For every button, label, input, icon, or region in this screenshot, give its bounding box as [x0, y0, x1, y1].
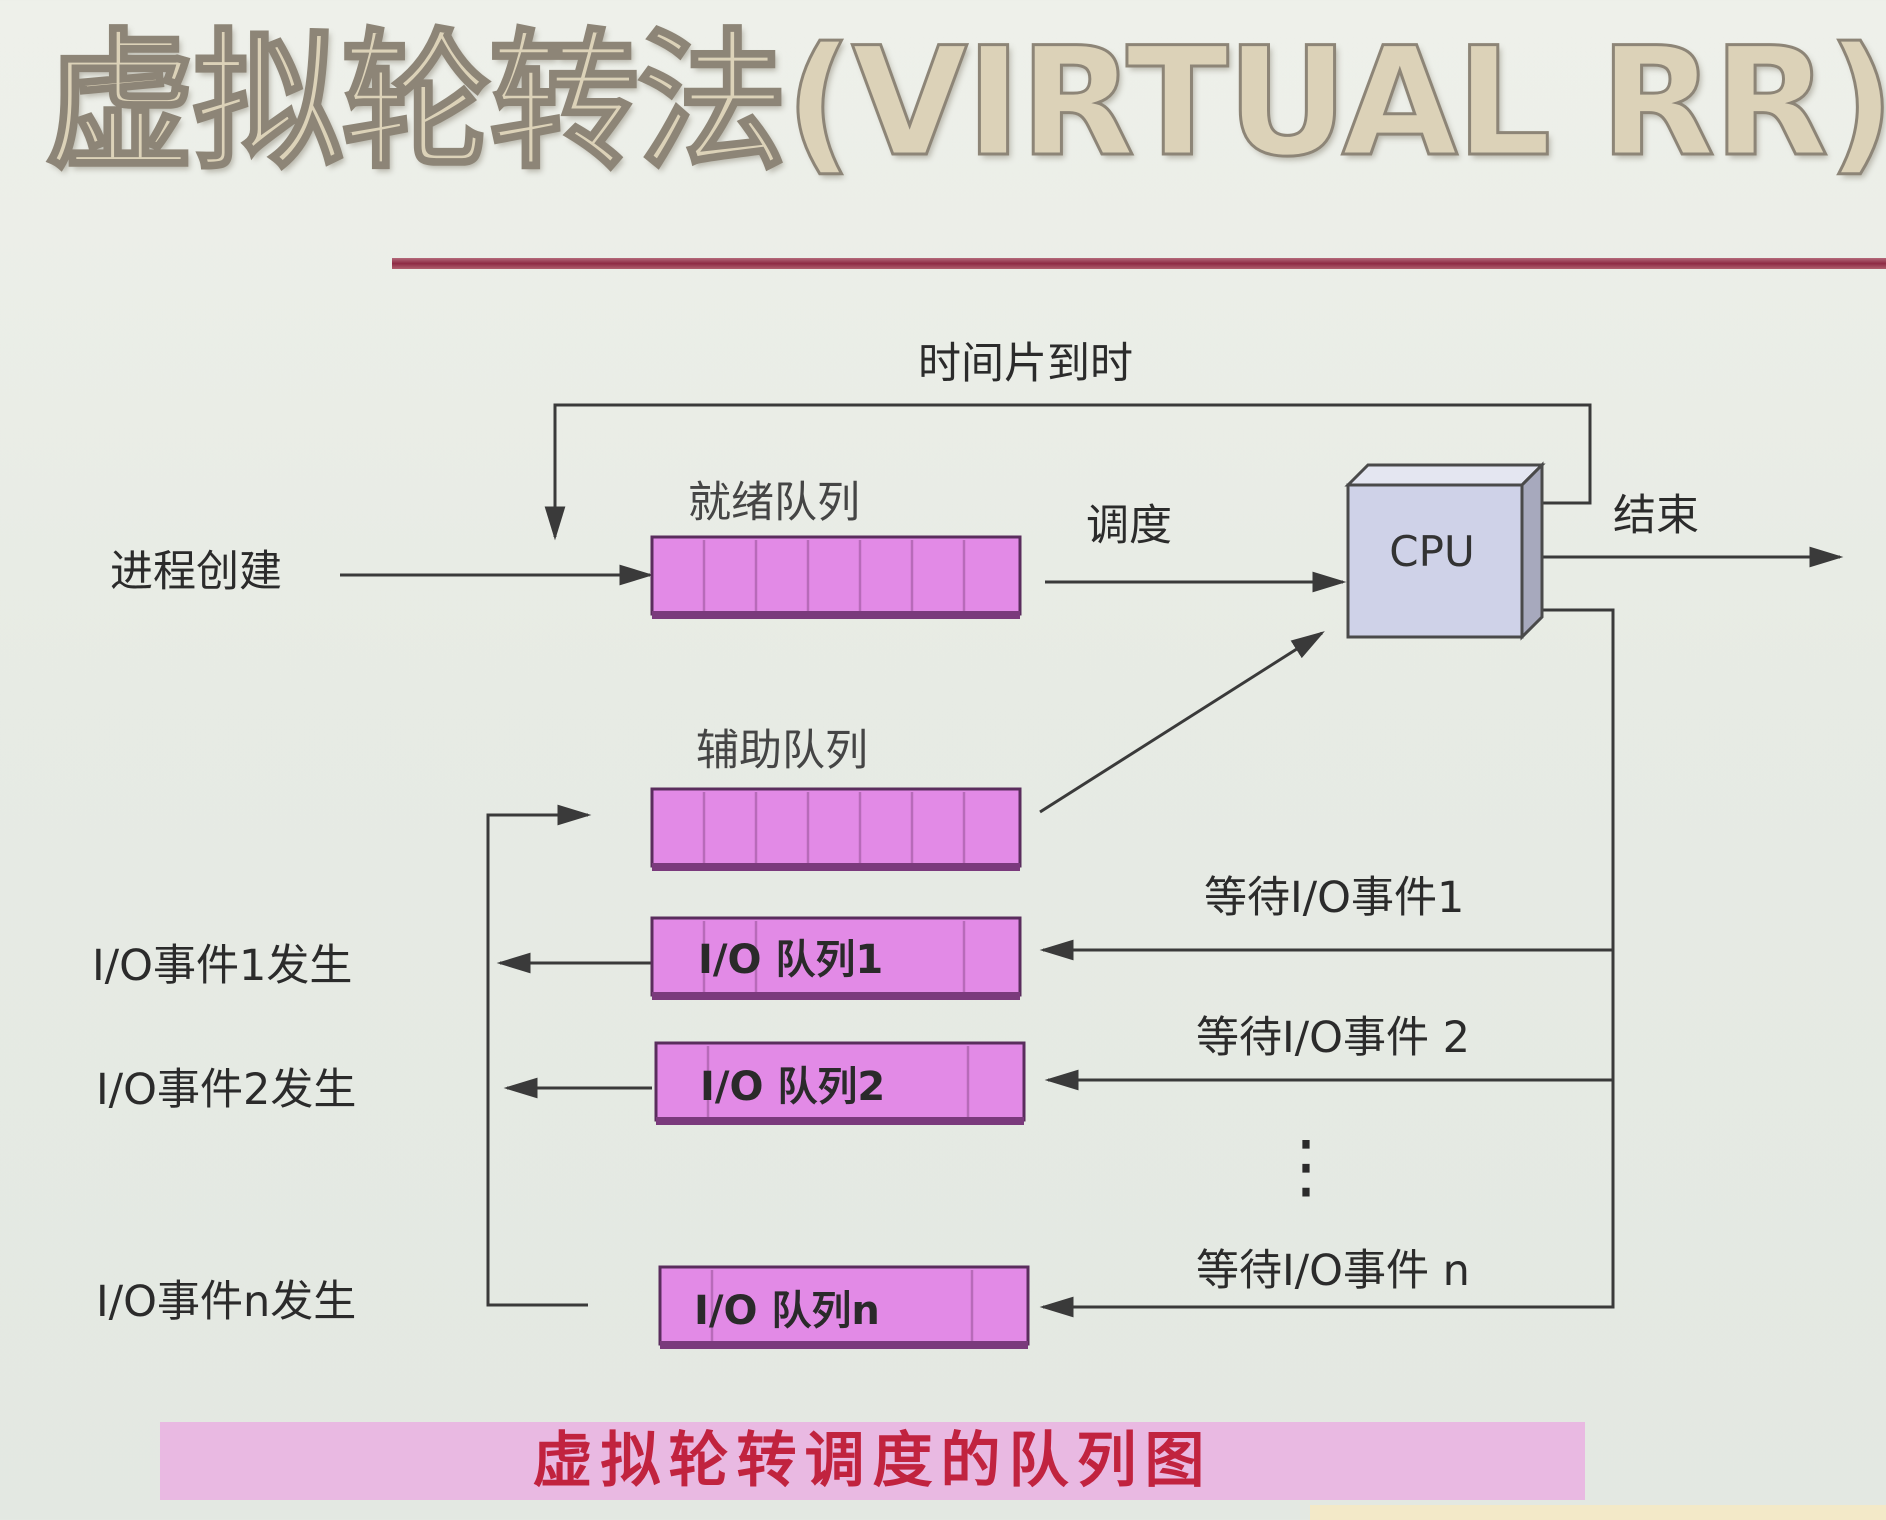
aux-queue-label: 辅助队列 [696, 726, 868, 776]
dispatch-label: 调度 [1086, 501, 1172, 551]
io-queue-2: I/O 队列2 [654, 1041, 1026, 1125]
io2-occur-label: I/O事件2发生 [96, 1065, 356, 1115]
slide-title: 虚拟轮转法(VIRTUAL RR) [43, 16, 1886, 190]
diagram-caption: 虚拟轮转调度的队列图 [532, 1426, 1213, 1496]
wait-ellipsis: ⋮ [1271, 1125, 1341, 1207]
wait-io2-label: 等待I/O事件 2 [1196, 1013, 1470, 1063]
ion-occur-label: I/O事件n发生 [96, 1277, 356, 1327]
caption-bar: 虚拟轮转调度的队列图 [160, 1422, 1585, 1500]
ready-queue [650, 535, 1022, 619]
finish-label: 结束 [1613, 491, 1699, 541]
aux-queue [650, 787, 1022, 871]
io-queue-2-label: I/O 队列2 [700, 1064, 885, 1110]
io-queue-1-label: I/O 队列1 [698, 937, 883, 983]
title-rule [392, 258, 1886, 269]
cpu-label: CPU [1389, 527, 1474, 576]
io-queue-n: I/O 队列n [658, 1265, 1030, 1349]
time-slice-loop-line [544, 403, 1592, 541]
time-slice-label: 时间片到时 [918, 339, 1133, 389]
aux-to-cpu-arrow [1039, 631, 1325, 814]
wait-io1-label: 等待I/O事件1 [1204, 873, 1464, 923]
corner-decoration [1310, 1505, 1886, 1520]
io-queue-1: I/O 队列1 [650, 916, 1022, 1000]
cpu-node: CPU [1344, 461, 1546, 641]
return-to-aux-line [486, 804, 592, 1307]
io-queue-n-label: I/O 队列n [694, 1288, 880, 1334]
wait-ion-label: 等待I/O事件 n [1196, 1246, 1470, 1296]
ready-queue-label: 就绪队列 [688, 478, 860, 528]
process-create-label: 进程创建 [110, 547, 282, 597]
io1-occur-label: I/O事件1发生 [92, 941, 352, 991]
connectors [340, 403, 1844, 1318]
